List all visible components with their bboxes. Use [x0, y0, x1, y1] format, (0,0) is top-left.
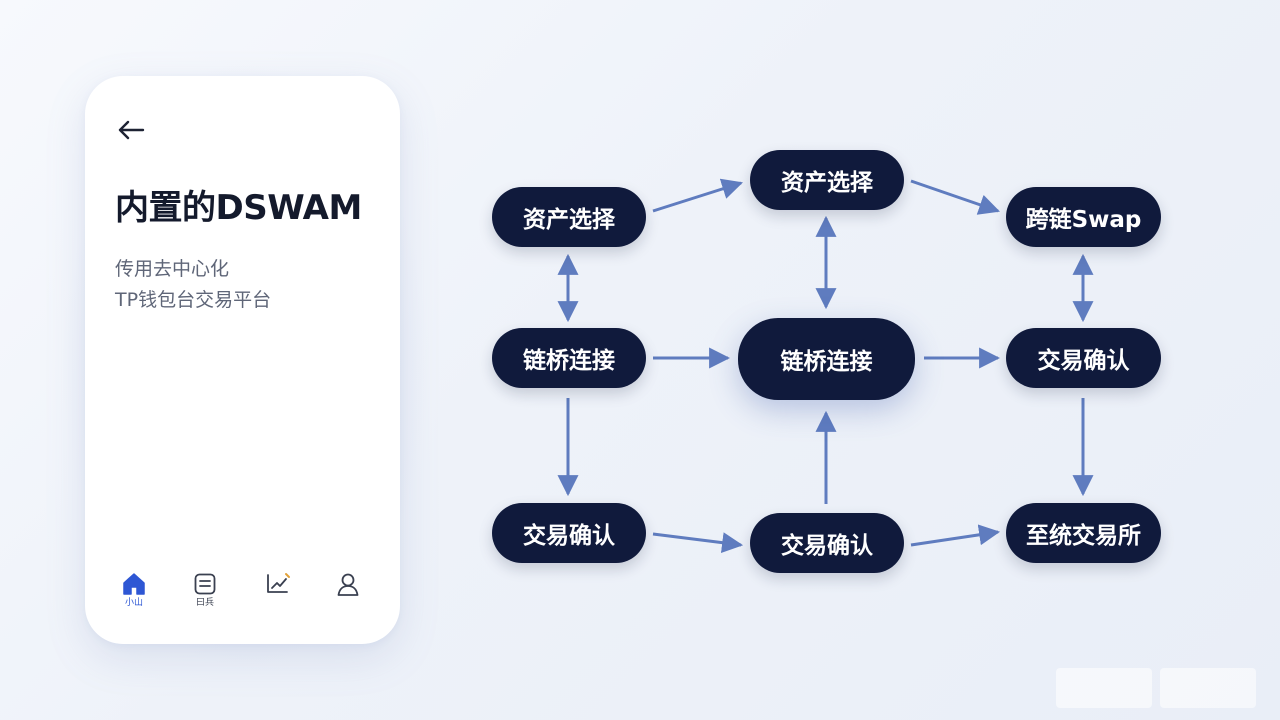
list-icon	[194, 573, 216, 595]
nav-item-chart[interactable]	[254, 571, 304, 598]
chart-pen-icon	[267, 573, 290, 593]
node-asset-select-left: 资产选择	[492, 187, 646, 247]
nav-item-home[interactable]: 小山	[109, 571, 159, 609]
nav-label-list: 曰兵	[195, 598, 214, 608]
home-icon	[123, 573, 145, 595]
nav-label-home: 小山	[124, 598, 143, 608]
page-title: 内置的DSWAM	[115, 188, 362, 228]
node-tx-confirm-left: 交易确认	[492, 503, 646, 563]
node-tx-confirm-right: 交易确认	[1006, 328, 1161, 388]
node-cross-chain-swap: 跨链Swap	[1006, 187, 1161, 247]
watermark-block-2	[1160, 668, 1256, 708]
nav-item-list[interactable]: 曰兵	[180, 571, 230, 609]
arrow-botleft-to-botmid	[652, 532, 744, 554]
bottom-nav: 小山 曰兵	[85, 571, 400, 621]
subtitle-line-1: 传用去中心化	[115, 258, 230, 280]
node-bridge-connect-left: 链桥连接	[492, 328, 646, 388]
arrow-topleft-to-topmid	[652, 178, 744, 213]
node-bridge-connect-center: 链桥连接	[738, 318, 915, 400]
arrow-botmid-to-botright	[910, 524, 1001, 547]
user-icon	[337, 573, 359, 596]
node-system-exchange: 至统交易所	[1006, 503, 1161, 563]
subtitle-line-2: TP钱包台交易平台	[115, 289, 272, 311]
watermark-block-1	[1056, 668, 1152, 708]
arrow-topmid-to-topright	[910, 179, 1000, 215]
phone-card: 内置的DSWAM 传用去中心化 TP钱包台交易平台 小山 曰兵	[85, 76, 400, 644]
back-arrow-icon[interactable]	[115, 118, 147, 142]
node-asset-select-top: 资产选择	[750, 150, 904, 210]
nav-item-user[interactable]	[323, 571, 373, 598]
node-tx-confirm-bottom: 交易确认	[750, 513, 904, 573]
